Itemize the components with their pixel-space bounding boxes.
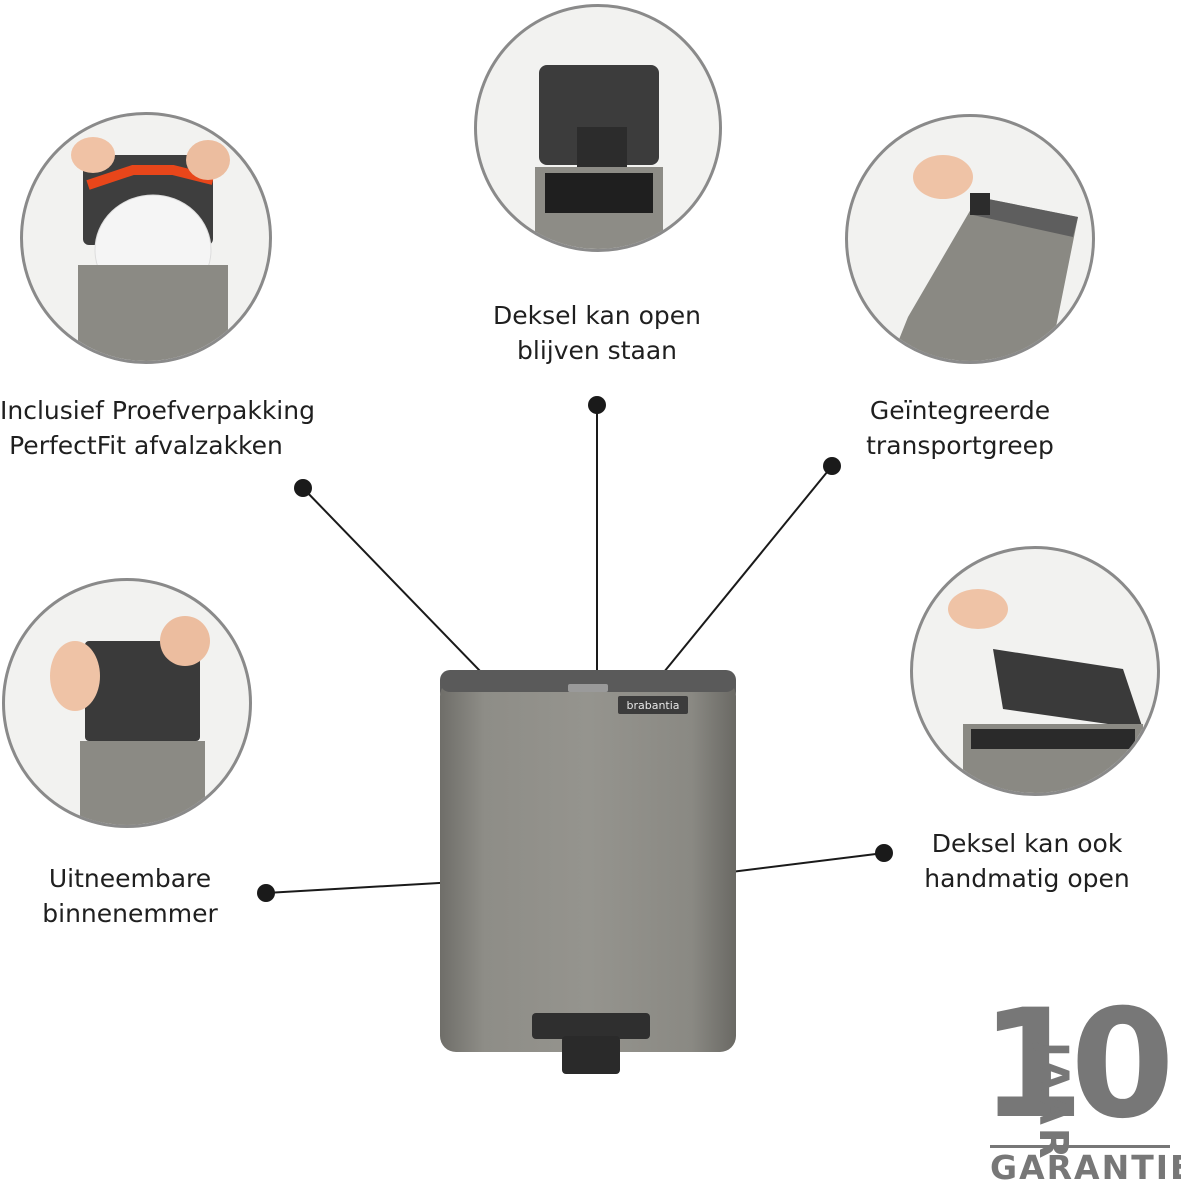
label-handle-line1: Geïntegreerde: [869, 396, 1051, 425]
label-bags: Inclusief Proefverpakking PerfectFit afv…: [0, 393, 315, 463]
photo-circle-manual-open: [910, 546, 1160, 796]
label-handle: Geïntegreerde transportgreep: [860, 393, 1060, 463]
photo-circle-handle: [845, 114, 1095, 364]
label-lid-open-line2: blijven staan: [517, 336, 677, 365]
callout-dot-bags: [294, 479, 312, 497]
callout-dot-manual: [875, 844, 893, 862]
label-bucket: Uitneembare binnenemmer: [30, 861, 230, 931]
callout-dot-bucket: [257, 884, 275, 902]
photo-circle-bags: [20, 112, 272, 364]
label-manual-open: Deksel kan ook handmatig open: [922, 826, 1132, 896]
warranty-badge: 10 JAAR GARANTIE: [980, 978, 1181, 1196]
brand-logo: brabantia: [626, 699, 679, 712]
photo-circle-bucket: [2, 578, 252, 828]
warranty-divider: [990, 1145, 1170, 1148]
label-lid-open-line1: Deksel kan open: [493, 301, 701, 330]
label-manual-line1: Deksel kan ook: [931, 829, 1123, 858]
label-bags-line1: Inclusief Proefverpakking: [0, 396, 315, 425]
pedal-bin-product: brabantia: [440, 670, 736, 1074]
warranty-word: GARANTIE: [990, 1148, 1181, 1187]
label-bucket-line2: binnenemmer: [42, 899, 218, 928]
label-bags-line2: PerfectFit afvalzakken: [9, 431, 283, 460]
label-manual-line2: handmatig open: [924, 864, 1130, 893]
label-handle-line2: transportgreep: [866, 431, 1054, 460]
label-lid-open: Deksel kan open blijven staan: [470, 298, 724, 368]
label-bucket-line1: Uitneembare: [48, 864, 212, 893]
warranty-unit: JAAR: [1030, 1042, 1076, 1162]
callout-dot-lid: [588, 396, 606, 414]
callout-dot-handle: [823, 457, 841, 475]
photo-circle-lid-open: [474, 4, 722, 252]
warranty-number: 10: [980, 978, 1175, 1152]
